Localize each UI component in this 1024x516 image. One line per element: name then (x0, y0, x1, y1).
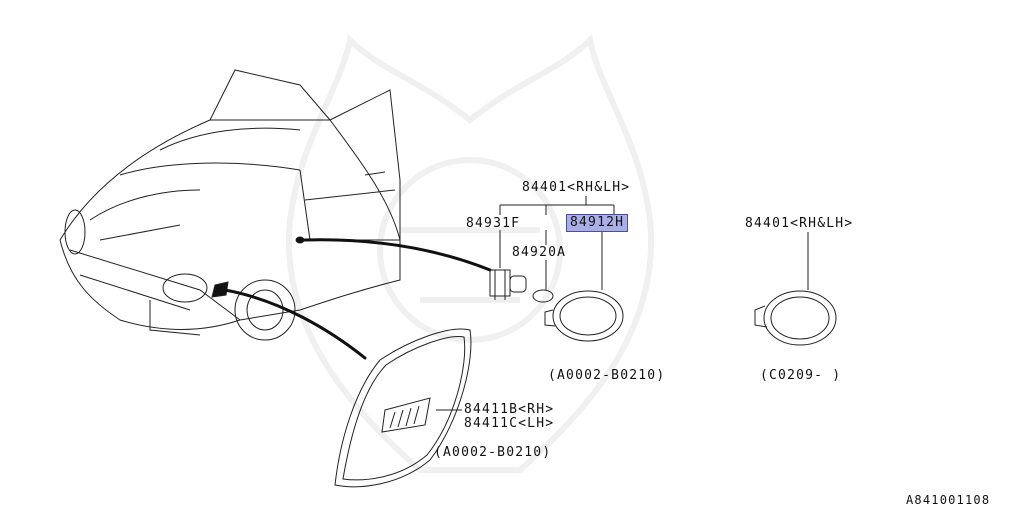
side-marker-assy-right (754, 232, 837, 346)
label-84920a: 84920A (512, 245, 567, 260)
label-range-center: (A0002-B0210) (548, 368, 666, 383)
label-84931f: 84931F (466, 216, 521, 231)
fender-cover-part (334, 328, 472, 488)
bulb-part (532, 289, 554, 303)
label-84912h-highlight[interactable]: 84912H (566, 214, 629, 232)
label-84401-right: 84401<RH&LH> (745, 216, 854, 231)
side-marker-lens (544, 290, 624, 342)
leader-lines-center (499, 196, 615, 290)
label-range-cover: (A0002-B0210) (434, 445, 552, 460)
label-range-right: (C0209- ) (760, 368, 842, 383)
label-84401-center: 84401<RH&LH> (522, 180, 631, 195)
socket-part (489, 269, 527, 300)
label-84411b: 84411B<RH> (464, 402, 555, 417)
label-84411c: 84411C<LH> (464, 416, 555, 431)
figure-id: A841001108 (906, 493, 991, 507)
watermark-emblem (285, 33, 655, 473)
callout-line-cover (223, 288, 367, 360)
callout-line-side-marker (303, 238, 492, 272)
car-illustration (59, 69, 401, 341)
